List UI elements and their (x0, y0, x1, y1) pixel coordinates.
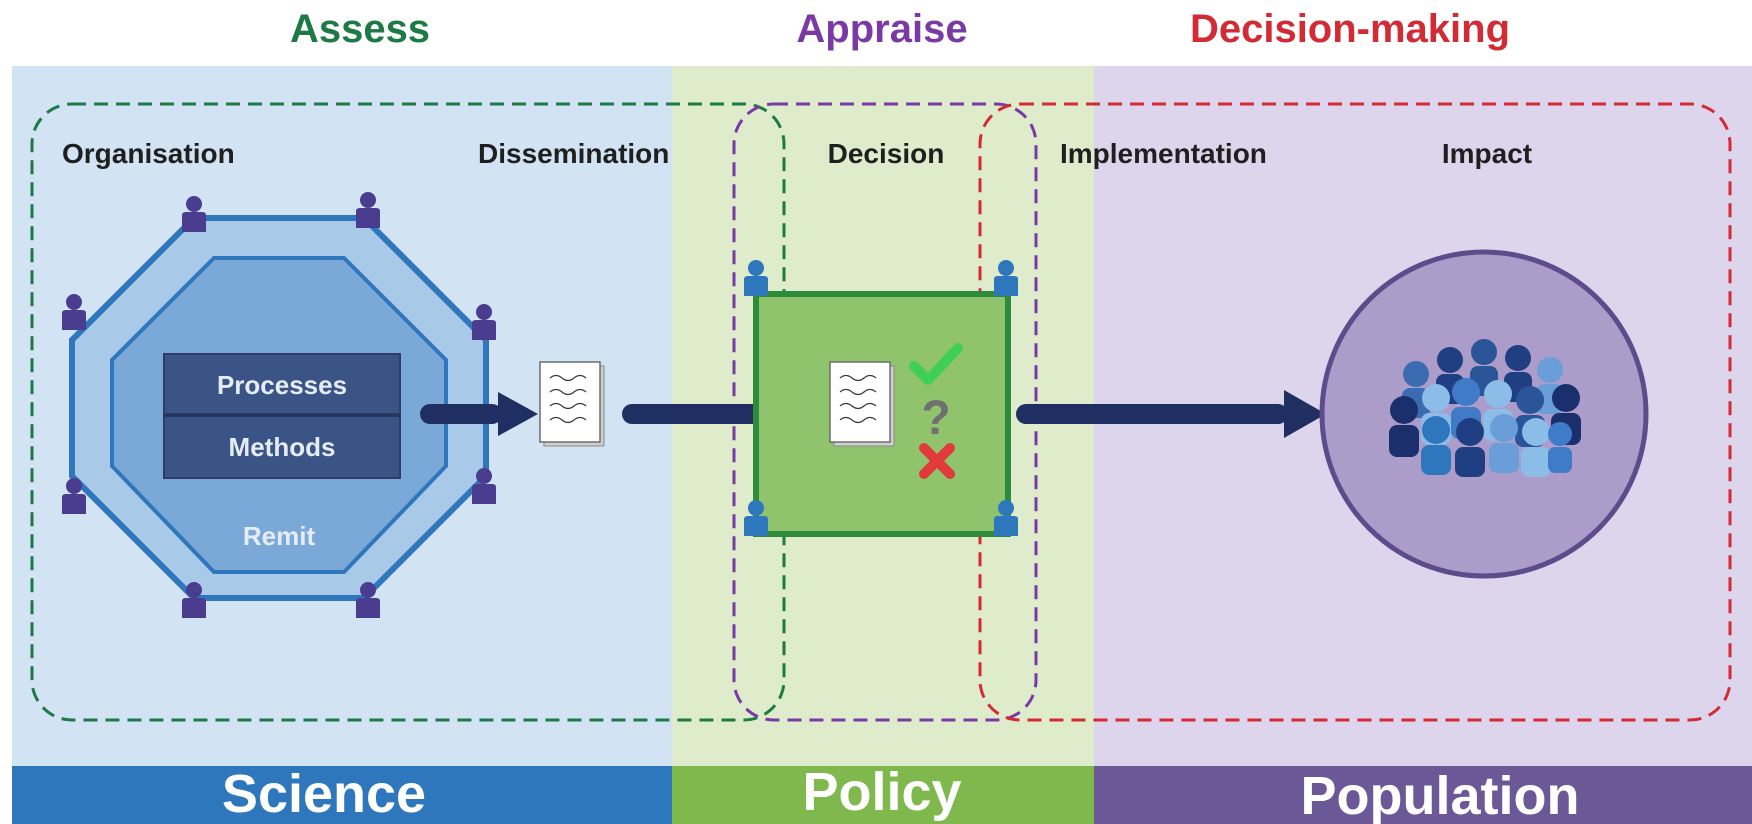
document-icon (539, 361, 605, 447)
cross-icon (919, 443, 955, 479)
document-icon (829, 361, 895, 447)
organisation-structure: Remit Processes Methods (62, 192, 496, 618)
organisation-label: Organisation (62, 138, 235, 169)
question-icon: ? (921, 392, 950, 445)
population-band-label: Population (1301, 766, 1580, 824)
crowd-icon (1389, 339, 1581, 477)
check-icon (909, 343, 963, 385)
decision-label: Decision (828, 138, 945, 169)
implementation-label: Implementation (1060, 138, 1267, 169)
impact-label: Impact (1442, 138, 1532, 169)
dissemination-label: Dissemination (478, 138, 669, 169)
science-band (12, 766, 672, 824)
processes-label: Processes (217, 370, 347, 400)
remit-label: Remit (243, 521, 316, 551)
population-band (1094, 766, 1752, 824)
policy-band-label: Policy (802, 762, 961, 822)
appraise-header: Appraise (796, 7, 967, 51)
arrow-icon (1016, 390, 1326, 438)
assess-header: Assess (290, 7, 430, 51)
science-band-label: Science (222, 764, 426, 824)
methods-label: Methods (229, 432, 336, 462)
policy-band (672, 766, 1094, 824)
arrow-icon (420, 392, 538, 436)
processes-box (163, 353, 401, 415)
decision-making-header: Decision-making (1190, 7, 1510, 51)
